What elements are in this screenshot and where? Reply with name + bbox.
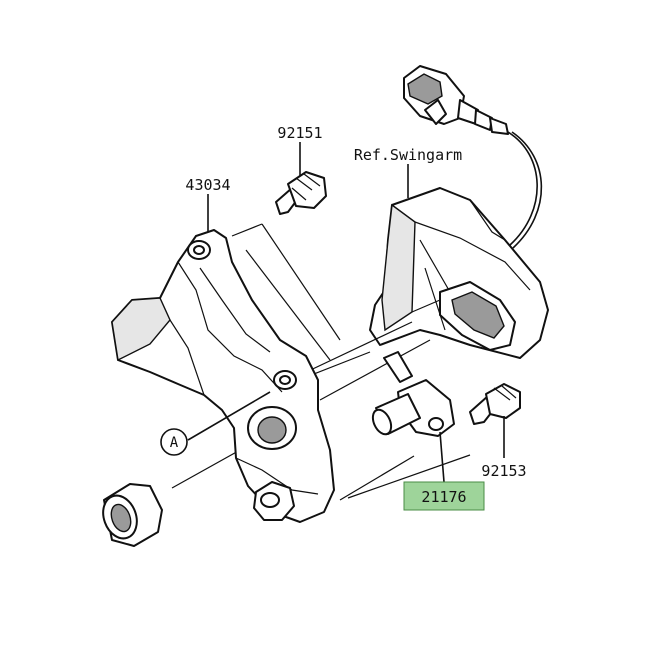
bolt-92151-part — [275, 171, 327, 215]
sensor-connector — [403, 65, 509, 135]
label-ref-swingarm: Ref.Swingarm — [354, 146, 462, 164]
bracket-part — [111, 229, 335, 523]
sensor-21176-part — [371, 351, 455, 437]
label-leader-lines — [187, 142, 505, 483]
label-21176: 21176 — [421, 488, 466, 506]
highlight-label-21176: 21176 — [403, 481, 485, 511]
bushing-part — [102, 483, 163, 547]
label-43034: 43034 — [185, 176, 230, 194]
sensor-cable — [507, 131, 543, 249]
label-92153: 92153 — [481, 462, 526, 480]
circle-marker-a: A — [160, 428, 188, 456]
swingarm-reference-part — [369, 187, 549, 359]
bolt-92153-part — [469, 383, 521, 425]
label-92151: 92151 — [277, 124, 322, 142]
circle-marker-label: A — [170, 435, 179, 451]
